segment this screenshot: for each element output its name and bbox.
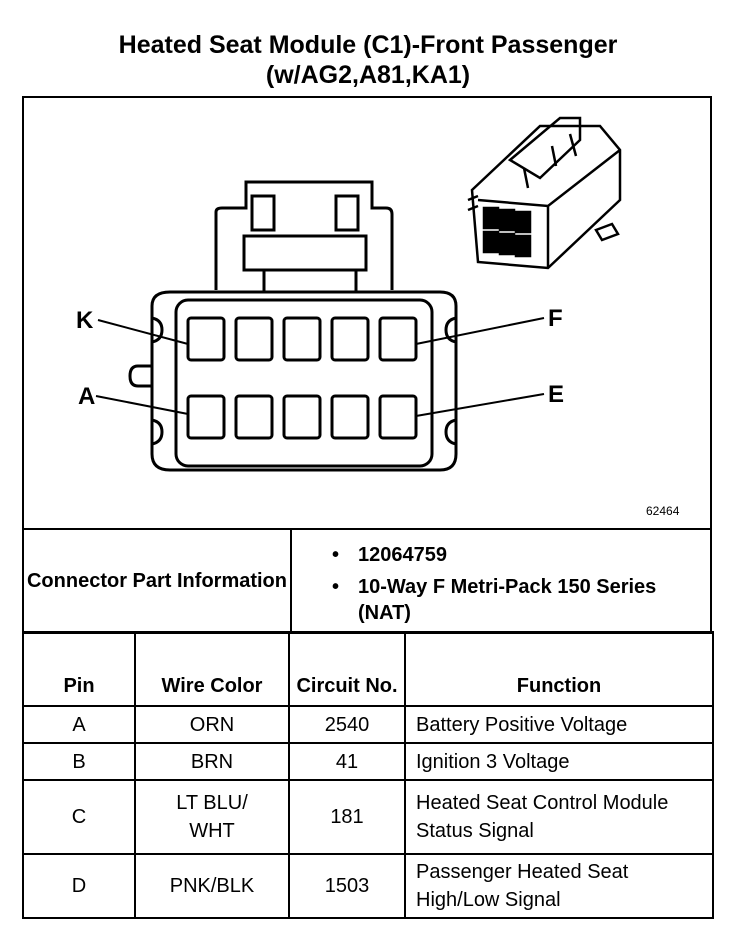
cell-wire: BRN xyxy=(134,742,290,781)
cell-pin: A xyxy=(22,705,136,744)
header-pin: Pin xyxy=(22,631,136,707)
cell-wire: PNK/BLK xyxy=(134,853,290,919)
connector-type: 10-Way F Metri-Pack 150 Series (NAT) xyxy=(332,574,710,626)
cell-pin: B xyxy=(22,742,136,781)
cell-circuit: 1503 xyxy=(288,853,406,919)
pin-cavities xyxy=(186,316,418,440)
cavity-k xyxy=(186,316,226,362)
cavity-g xyxy=(330,316,370,362)
cavity-h xyxy=(282,316,322,362)
cell-circuit: 2540 xyxy=(288,705,406,744)
table-row: D PNK/BLK 1503 Passenger Heated Seat Hig… xyxy=(22,853,714,919)
pin-label-f: F xyxy=(548,305,563,332)
page-title: Heated Seat Module (C1)-Front Passenger xyxy=(118,31,618,59)
cell-function: Battery Positive Voltage xyxy=(404,705,714,744)
cell-wire: LT BLU/ WHT xyxy=(134,779,290,855)
cell-circuit: 41 xyxy=(288,742,406,781)
leader-a xyxy=(95,395,189,415)
latch-tab-right xyxy=(334,194,360,232)
pin-label-e: E xyxy=(548,381,564,408)
pin-label-a: A xyxy=(78,383,95,410)
cavity-b xyxy=(234,394,274,440)
cell-circuit: 181 xyxy=(288,779,406,855)
header-circuit-no: Circuit No. xyxy=(288,631,406,707)
leader-e xyxy=(415,393,545,417)
header-function: Function xyxy=(404,631,714,707)
pin-label-k: K xyxy=(76,307,94,334)
header-wire-color: Wire Color xyxy=(134,631,290,707)
cavity-d xyxy=(330,394,370,440)
table-row: A ORN 2540 Battery Positive Voltage xyxy=(22,705,714,744)
leader-k xyxy=(97,319,189,345)
connector-info-label: Connector Part Information xyxy=(22,528,292,634)
connector-part-number: 12064759 xyxy=(332,542,710,568)
cell-function: Passenger Heated Seat High/Low Signal xyxy=(404,853,714,919)
connector-3d-view xyxy=(467,116,622,270)
table-row: C LT BLU/ WHT 181 Heated Seat Control Mo… xyxy=(22,779,714,855)
cell-function: Ignition 3 Voltage xyxy=(404,742,714,781)
leader-f xyxy=(415,317,545,345)
latch-bar xyxy=(242,234,368,272)
connector-inner-wall xyxy=(174,298,434,468)
cell-pin: D xyxy=(22,853,136,919)
cell-pin: C xyxy=(22,779,136,855)
connector-info-table: Connector Part Information 12064759 10-W… xyxy=(22,528,712,634)
cavity-f xyxy=(378,316,418,362)
latch-tab-left xyxy=(250,194,276,232)
page-subtitle: (w/AG2,A81,KA1) xyxy=(265,61,471,89)
figure-id: 62464 xyxy=(646,504,680,518)
connector-diagram-panel xyxy=(22,96,712,528)
connector-latch xyxy=(214,180,394,290)
connector-body xyxy=(150,290,458,472)
connector-side-tab xyxy=(128,364,152,388)
cell-function: Heated Seat Control Module Status Signal xyxy=(404,779,714,855)
connector-info-list: 12064759 10-Way F Metri-Pack 150 Series … xyxy=(290,528,712,634)
pin-table: Pin Wire Color Circuit No. Function A OR… xyxy=(22,631,714,919)
cavity-e xyxy=(378,394,418,440)
cavity-a xyxy=(186,394,226,440)
cell-wire: ORN xyxy=(134,705,290,744)
cavity-c xyxy=(282,394,322,440)
cavity-j xyxy=(234,316,274,362)
table-row: B BRN 41 Ignition 3 Voltage xyxy=(22,742,714,781)
